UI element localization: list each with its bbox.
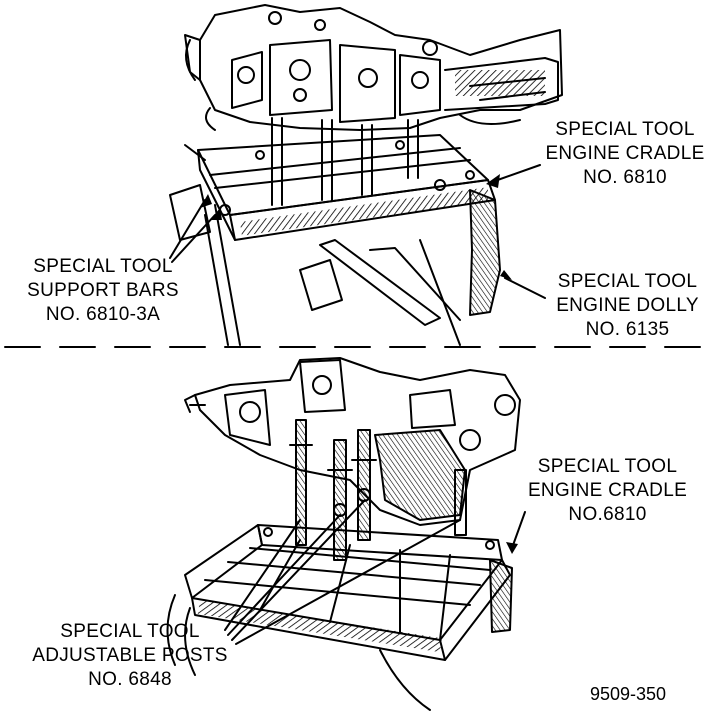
label-line: SUPPORT BARS	[27, 280, 179, 301]
label-line: ADJUSTABLE POSTS	[32, 645, 228, 666]
label-engine-dolly: SPECIAL TOOL ENGINE DOLLY NO. 6135	[540, 270, 715, 342]
top-engine-dolly	[204, 189, 501, 346]
label-adjustable-posts: SPECIAL TOOL ADJUSTABLE POSTS NO. 6848	[30, 620, 230, 692]
bottom-engine	[184, 357, 521, 526]
label-support-bars: SPECIAL TOOL SUPPORT BARS NO. 6810-3A	[8, 255, 198, 327]
label-line: ENGINE DOLLY	[556, 295, 699, 316]
label-line: SPECIAL TOOL	[557, 271, 698, 292]
label-line: NO. 6810-3A	[45, 304, 161, 325]
figure-number: 9509-350	[590, 684, 667, 704]
top-engine	[184, 4, 563, 131]
leader-arrowheads	[200, 174, 518, 554]
label-line: NO. 6810	[583, 167, 667, 188]
leader-lines	[169, 164, 546, 645]
bottom-adjustable-posts	[289, 419, 467, 561]
label-line: SPECIAL TOOL	[555, 119, 695, 140]
label-line: ENGINE CRADLE	[527, 480, 688, 501]
label-line: SPECIAL TOOL	[537, 456, 678, 477]
top-support-bars	[184, 117, 419, 206]
label-line: SPECIAL TOOL	[33, 256, 173, 277]
label-line: NO.6810	[568, 504, 647, 525]
label-line: SPECIAL TOOL	[60, 621, 200, 642]
label-line: NO. 6848	[88, 669, 172, 690]
label-engine-cradle-bottom: SPECIAL TOOL ENGINE CRADLE NO.6810	[515, 455, 700, 527]
label-line: NO. 6135	[585, 319, 670, 340]
label-line: ENGINE CRADLE	[545, 143, 705, 164]
label-engine-cradle-top: SPECIAL TOOL ENGINE CRADLE NO. 6810	[535, 118, 715, 190]
